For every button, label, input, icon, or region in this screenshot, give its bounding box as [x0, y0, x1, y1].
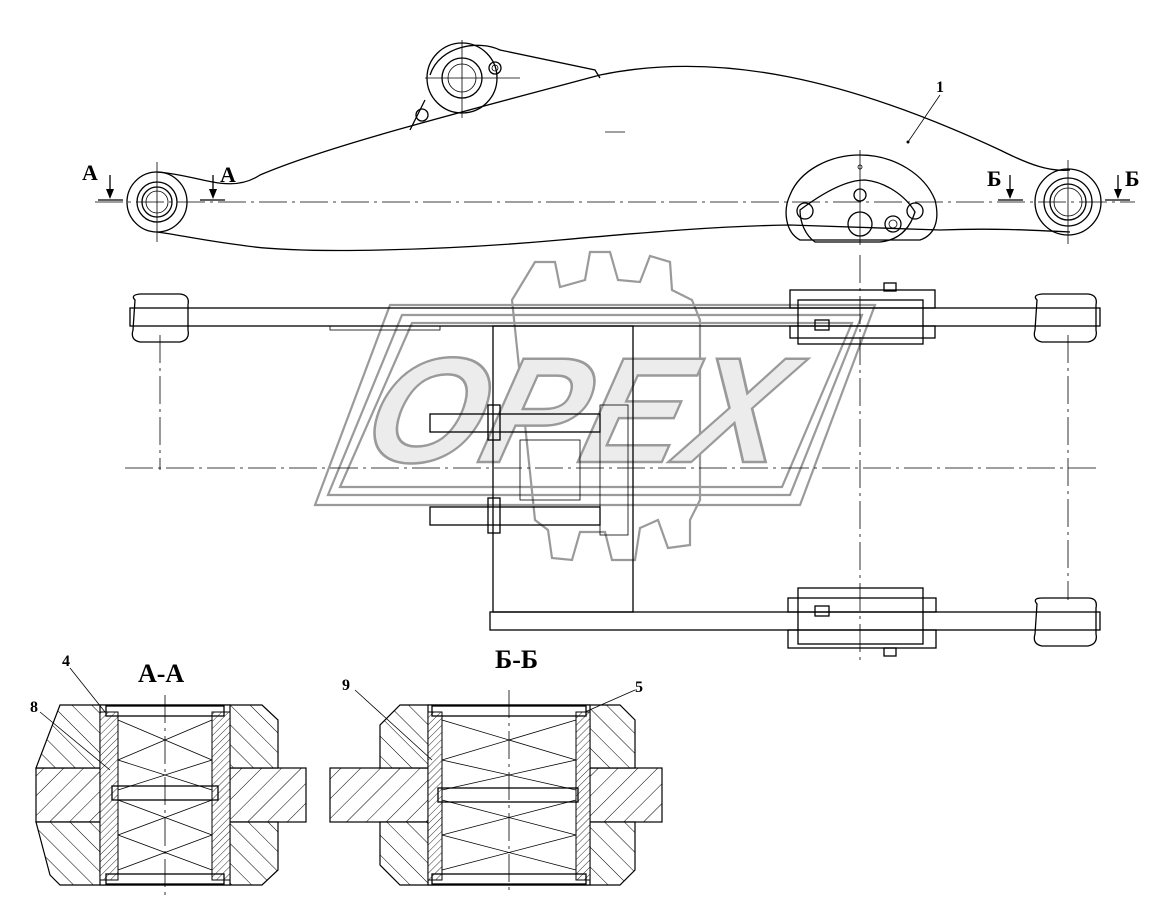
upper-bracket: [409, 40, 625, 133]
section-b-left-label: Б: [987, 166, 1002, 191]
watermark-gear: [510, 250, 702, 562]
lever-body: [156, 65, 1071, 185]
cross-tube: [429, 325, 634, 613]
watermark-text: OPEX: [350, 327, 817, 494]
section-marker-b: Б Б: [987, 166, 1140, 201]
callout-1: 1: [906, 79, 944, 144]
plan-view: [125, 255, 1101, 660]
watermark-frame: [313, 303, 877, 507]
section-b-right-label: Б: [1125, 166, 1140, 191]
section-a-left-label: А: [82, 160, 98, 185]
section-a-a-title: А-А: [138, 659, 184, 688]
side-view: А А Б Б 1: [82, 40, 1140, 252]
section-marker-a: А А: [82, 160, 236, 201]
section-a-right-label: А: [220, 162, 236, 187]
lower-arm: [489, 587, 1101, 657]
section-b-b-callout-5: 5: [635, 679, 643, 696]
right-bracket: [785, 150, 938, 245]
section-b-b-callout-9: 9: [342, 677, 350, 694]
section-b-b: Б-Б 9 5: [329, 645, 663, 895]
section-a-a-callout-4: 4: [62, 653, 70, 670]
right-eye: [1034, 160, 1102, 244]
watermark: OPEX: [313, 250, 877, 562]
section-a-a: А-А 4 8: [30, 653, 307, 895]
callout-1-label: 1: [936, 79, 944, 96]
section-b-b-title: Б-Б: [495, 645, 538, 674]
section-a-a-callout-8: 8: [30, 699, 38, 716]
left-eye: [126, 162, 188, 242]
